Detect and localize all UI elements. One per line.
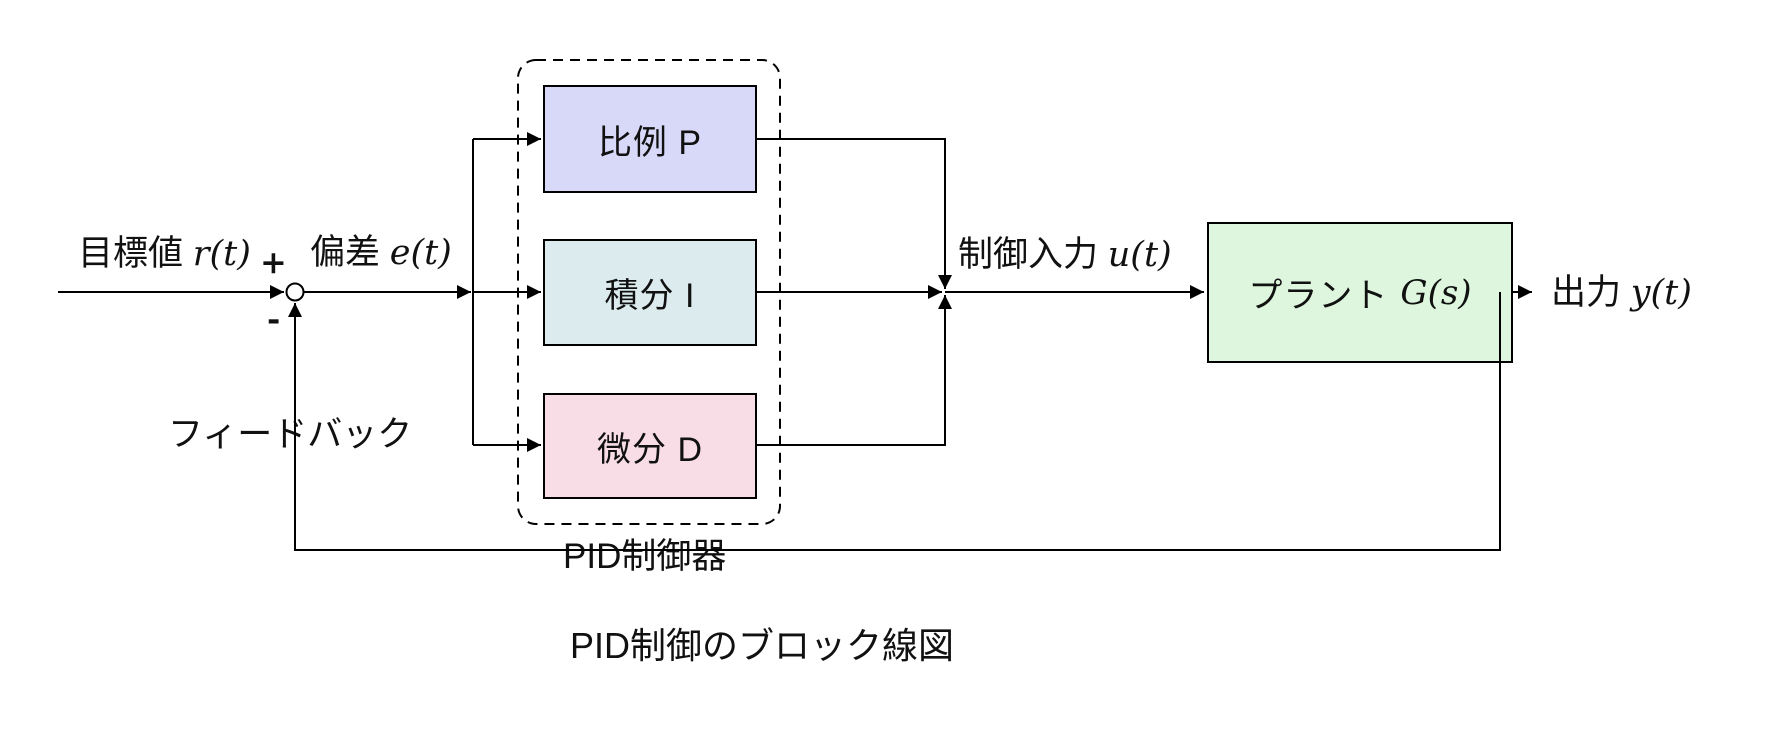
proportional-block: 比例 P xyxy=(543,85,757,193)
d-output-arrow xyxy=(757,295,952,446)
output-label-jp: 出力 xyxy=(1551,273,1622,312)
plant-block: プラント G(s) xyxy=(1207,222,1513,363)
integral-block: 積分 I xyxy=(543,239,757,346)
control-input-label: 制御入力 u(t) xyxy=(958,235,1172,275)
input-label-jp: 目標値 xyxy=(78,234,184,273)
pid-controller-label: PID制御器 xyxy=(563,537,727,576)
output-label-math: y(t) xyxy=(1630,273,1692,313)
pid-controller-group-box xyxy=(517,59,781,525)
error-label-math: e(t) xyxy=(389,233,452,273)
feedback-label: フィードバック xyxy=(168,415,413,454)
plant-label-jp: プラント xyxy=(1248,277,1389,315)
p-output-arrow xyxy=(757,138,952,289)
control-input-label-jp: 制御入力 xyxy=(958,235,1099,274)
diagram-caption: PID制御のブロック線図 xyxy=(570,625,955,666)
summing-junction xyxy=(285,282,305,302)
input-label: 目標値 r(t) xyxy=(78,234,251,274)
control-input-label-math: u(t) xyxy=(1107,235,1172,275)
plus-sign: + xyxy=(260,243,287,281)
error-label: 偏差 e(t) xyxy=(310,233,452,273)
derivative-block: 微分 D xyxy=(543,393,757,499)
output-label: 出力 y(t) xyxy=(1551,273,1692,313)
error-label-jp: 偏差 xyxy=(310,233,381,272)
feedback-arrow xyxy=(288,292,1501,551)
plant-label-math: G(s) xyxy=(1400,272,1472,313)
input-label-math: r(t) xyxy=(192,234,251,274)
minus-sign: - xyxy=(267,300,281,338)
